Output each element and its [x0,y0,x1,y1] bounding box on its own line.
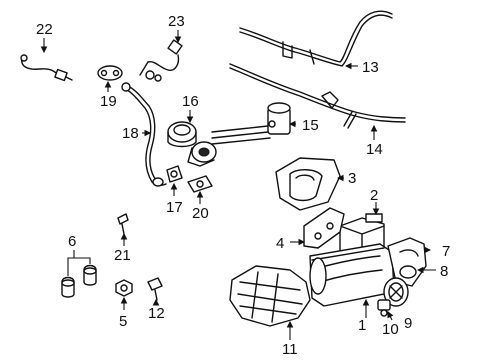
callout-14: 14 [366,141,383,158]
callout-4: 4 [276,235,284,252]
part-14-vapor-hose-lower[interactable] [229,63,406,129]
callout-8: 8 [440,263,448,280]
part-1-canister-assembly[interactable] [309,243,395,307]
callout-19: 19 [100,93,117,110]
callout-7: 7 [442,243,450,260]
part-17-egr-gasket[interactable] [166,165,183,183]
part-13-vapor-hose-upper[interactable] [239,10,393,67]
part-10-filter[interactable] [377,299,391,317]
part-8-clamp[interactable] [399,265,417,279]
part-16-egr-valve[interactable] [167,121,217,167]
callout-6: 6 [68,233,76,250]
callout-21: 21 [114,247,131,264]
part-6-grommets[interactable] [61,264,97,298]
callout-10: 10 [382,321,399,338]
part-18-egr-tube[interactable] [121,82,167,187]
callout-1: 1 [358,317,366,334]
part-15-purge-valve[interactable] [211,102,291,145]
callout-15: 15 [302,117,319,134]
part-21-screw[interactable] [117,213,129,235]
callout-11: 11 [282,341,298,358]
leaders [40,30,436,340]
part-20-egr-gasket[interactable] [187,175,213,193]
part-3-heat-shield[interactable] [275,157,341,211]
callout-labels: 22 19 23 18 16 17 20 13 14 15 3 2 4 7 8 … [36,13,450,358]
callout-13: 13 [362,59,379,76]
part-4-canister-bracket[interactable] [303,207,345,249]
part-12-bolt[interactable] [147,277,163,301]
callout-5: 5 [119,313,127,330]
callout-2: 2 [370,187,378,204]
callout-22: 22 [36,21,53,38]
callout-23: 23 [168,13,185,30]
callout-20: 20 [192,205,209,222]
callout-17: 17 [166,199,183,216]
part-22-oxygen-sensor-upstream[interactable] [20,54,73,82]
part-5-nut[interactable] [115,279,133,297]
callout-3: 3 [348,170,356,187]
part-19-gasket[interactable] [97,65,123,81]
callout-9: 9 [404,315,412,332]
part-23-oxygen-sensor-downstream[interactable] [139,39,183,82]
callout-12: 12 [148,305,165,322]
part-9-vent-valve[interactable] [383,277,409,307]
callout-18: 18 [122,125,139,142]
callout-16: 16 [182,93,199,110]
part-11-lower-shield[interactable] [229,265,311,327]
